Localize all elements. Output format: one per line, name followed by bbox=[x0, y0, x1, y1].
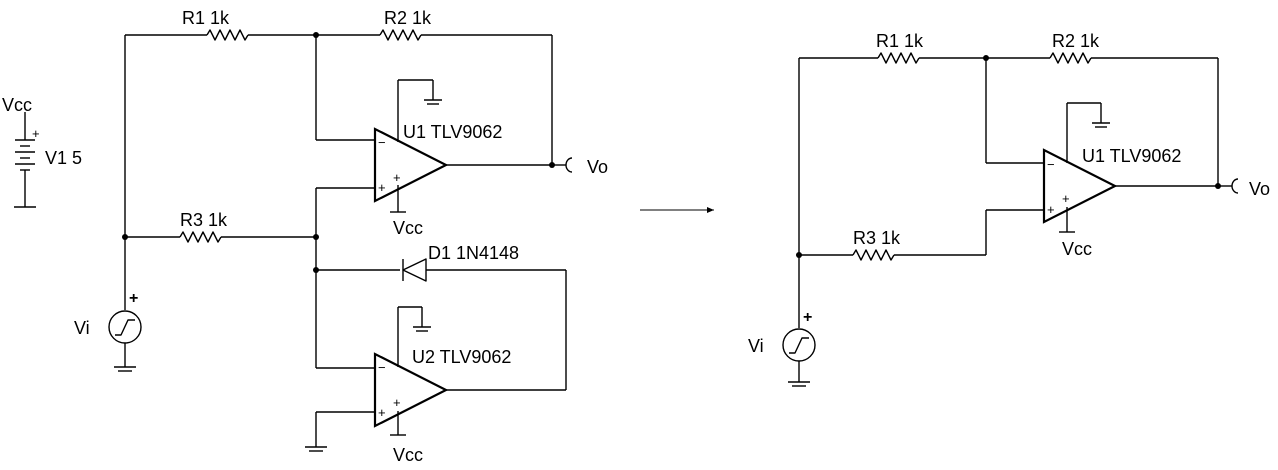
v1-vcc-label: Vcc bbox=[2, 95, 32, 115]
right-feedback-network bbox=[798, 52, 1219, 255]
r2-label: R2 1k bbox=[384, 8, 432, 28]
d1-label: D1 1N4148 bbox=[428, 243, 519, 263]
resistor-r3 bbox=[179, 231, 222, 243]
u1-supply-plus: + bbox=[393, 170, 401, 185]
u1-inverting-sign: − bbox=[378, 135, 386, 150]
v1-value-label: V1 5 bbox=[45, 148, 82, 168]
r3-label: R3 1k bbox=[180, 210, 228, 230]
u1-vcc-label-right: Vcc bbox=[1062, 239, 1092, 259]
right-circuit: R1 1k R2 1k − + + U1 TLV9062 Vcc Vo bbox=[748, 31, 1270, 387]
vi-plus-sign: + bbox=[129, 290, 138, 307]
battery-plus-sign: + bbox=[32, 126, 40, 141]
u2-supply-plus: + bbox=[393, 395, 401, 410]
u1-noninverting-sign: + bbox=[378, 180, 386, 195]
u2-label: U2 TLV9062 bbox=[412, 347, 511, 367]
u2-vcc-label: Vcc bbox=[393, 445, 423, 465]
vi-source-right: + bbox=[782, 255, 816, 387]
u1r-supply-plus: + bbox=[1062, 191, 1070, 206]
vi-source: + bbox=[108, 237, 142, 372]
u1-label: U1 TLV9062 bbox=[403, 122, 502, 142]
u2-noninverting-sign: + bbox=[378, 405, 386, 420]
right-input-network bbox=[796, 209, 1044, 261]
vi-label-right: Vi bbox=[748, 336, 764, 356]
battery-v1: + bbox=[14, 112, 40, 208]
u1-label-right: U1 TLV9062 bbox=[1082, 146, 1181, 166]
resistor-r1-right bbox=[877, 52, 920, 64]
opamp-u1: − + + bbox=[373, 79, 573, 213]
r1-label: R1 1k bbox=[182, 8, 230, 28]
u1-vcc-label: Vcc bbox=[393, 218, 423, 238]
r2-label-right: R2 1k bbox=[1052, 31, 1100, 51]
left-circuit: + Vcc V1 5 R1 1k R2 1k bbox=[2, 8, 608, 465]
resistor-r1 bbox=[206, 29, 249, 41]
diode-d1 bbox=[402, 258, 567, 391]
u1r-noninverting-sign: + bbox=[1047, 202, 1055, 217]
vi-label: Vi bbox=[74, 318, 90, 338]
vi-plus-sign-right: + bbox=[803, 309, 812, 326]
resistor-r2 bbox=[379, 29, 422, 41]
left-feedback-network bbox=[124, 29, 553, 237]
left-input-network bbox=[122, 187, 400, 369]
resistor-r3-right bbox=[852, 249, 895, 261]
vo-label-right: Vo bbox=[1249, 179, 1270, 199]
r3-label-right: R3 1k bbox=[853, 228, 901, 248]
r1-label-right: R1 1k bbox=[876, 31, 924, 51]
opamp-u1-right: − + + bbox=[1042, 102, 1239, 233]
u1r-inverting-sign: − bbox=[1047, 157, 1055, 172]
u2-inverting-sign: − bbox=[378, 360, 386, 375]
resistor-r2-right bbox=[1049, 52, 1092, 64]
opamp-u2: − + + bbox=[305, 306, 449, 452]
vo-label: Vo bbox=[587, 157, 608, 177]
